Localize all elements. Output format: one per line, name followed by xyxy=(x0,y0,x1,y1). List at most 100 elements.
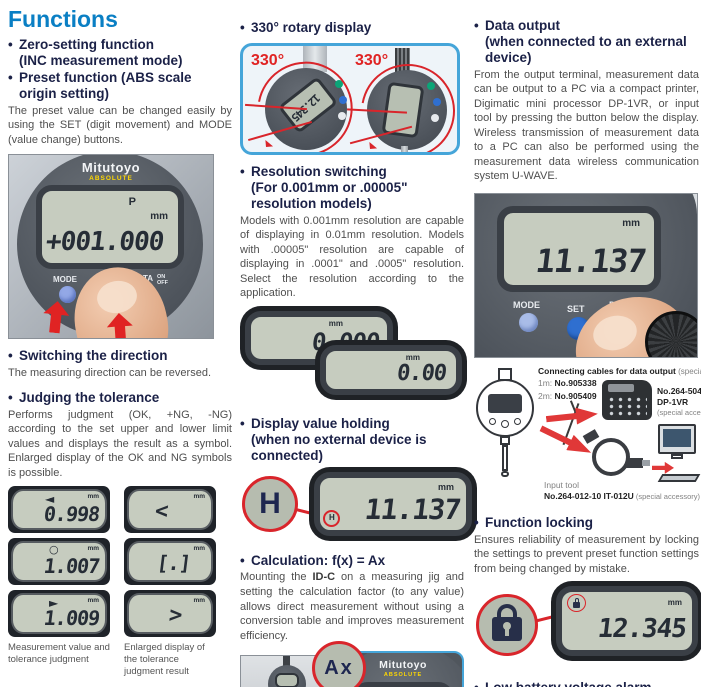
lineart-button xyxy=(489,417,496,425)
ng-minus-glyph: < xyxy=(153,499,172,525)
tolerance-tile: ○ mm 1.007 xyxy=(8,538,110,586)
lineart-lcd xyxy=(488,393,522,413)
lcd-value: +001.000 xyxy=(44,227,166,258)
tolerance-tiles: ◄ mm 0.998 mm < ○ mm 1.007 mm [.] ► mm 1… xyxy=(8,486,232,638)
cables-diagram: Connecting cables for data output (speci… xyxy=(474,365,701,506)
rotary-photo-box: 12.345 330° 330° xyxy=(240,42,460,155)
resolution-body: Models with 0.001mm resolution are capab… xyxy=(240,214,464,300)
heading-calculation: Calculation: f(x) = Ax xyxy=(240,553,464,569)
lineart-tip xyxy=(501,470,509,477)
gauge-knob xyxy=(395,47,410,72)
ax-symbol-magnified: Ax xyxy=(312,641,366,687)
idc-bold: ID-C xyxy=(312,571,336,584)
locking-body: Ensures reliability of measurement by lo… xyxy=(474,533,699,575)
judging-body: Performs judgment (OK, +NG, -NG) accordi… xyxy=(8,408,232,479)
heading-display-holding: Display value holding (when no external … xyxy=(240,416,464,464)
tolerance-tile-enlarged: mm > xyxy=(124,590,216,638)
lock-flag-circle xyxy=(567,594,586,613)
lcd-001mm: mm 0.000 xyxy=(245,310,393,365)
mode-button-dot xyxy=(338,111,346,120)
heading-judging-tolerance: Judging the tolerance xyxy=(8,390,232,406)
input-tool-label: Input tool xyxy=(544,479,579,490)
clamp-knob xyxy=(645,310,697,357)
cable-connector xyxy=(582,428,600,444)
mode-button xyxy=(59,286,76,304)
heading-zero-setting: Zero-setting function (INC measurement m… xyxy=(8,37,232,69)
pc-screen xyxy=(663,428,691,447)
unit-label: mm xyxy=(150,211,168,223)
mode-button-dot xyxy=(431,113,439,122)
gauge-spindle xyxy=(401,145,408,152)
degree-label: 330° xyxy=(355,51,389,69)
lineart-spindle xyxy=(502,444,508,471)
pc-stand xyxy=(671,453,683,459)
absolute-logo: ABSOLUTE xyxy=(383,672,423,679)
dp1vr-note: (special accessory) xyxy=(657,407,701,417)
heading-data-output: Data output (when connected to an extern… xyxy=(474,18,699,66)
tolerance-tile: ► mm 1.009 xyxy=(8,590,110,638)
heading-switching-direction: Switching the direction xyxy=(8,348,232,364)
resolution-lcds: mm 0.000 mm 0.00 xyxy=(240,310,464,407)
usb-plug xyxy=(626,457,643,468)
left-column: Functions Zero-setting function (INC mea… xyxy=(8,6,232,678)
lineart-base xyxy=(500,435,510,445)
switching-body: The measuring direction can be reversed. xyxy=(8,367,211,380)
calc-body: Mounting the ID-C on a measuring jig and… xyxy=(240,571,464,642)
tolerance-tile-enlarged: mm < xyxy=(124,486,216,534)
hold-flag-circle xyxy=(323,509,340,527)
right-column: Data output (when connected to an extern… xyxy=(474,18,701,687)
dp1vr-printer xyxy=(602,379,652,420)
cable-2m: 2m: No.905409 xyxy=(538,390,597,401)
dp1vr-no: No.264-504 xyxy=(657,385,701,396)
mode-button xyxy=(519,312,538,332)
hold-figure: H mm 11.137 H xyxy=(240,471,472,544)
mode-button-label: MODE xyxy=(53,275,77,285)
lock-icon xyxy=(492,603,522,642)
preset-photo: Mitutoyo ABSOLUTE P mm +001.000 MODE SET… xyxy=(8,154,214,340)
degree-label: 330° xyxy=(251,51,285,69)
ng-plus-glyph: > xyxy=(167,603,186,629)
heading-function-locking: Function locking xyxy=(474,515,699,531)
data-lcd: mm 11.137 xyxy=(497,205,661,292)
set-button-dot xyxy=(433,97,441,106)
heading-rotary-display: 330° rotary display xyxy=(240,20,464,36)
onoff-label: ON OFF xyxy=(157,274,168,287)
mini-indicator-stem xyxy=(283,656,290,667)
cable-coil xyxy=(592,437,630,476)
lcd-01mm: mm 0.00 xyxy=(320,344,462,395)
hold-lcd: mm 11.137 H xyxy=(314,471,472,536)
cable-1m: 1m: No.905338 xyxy=(538,377,597,388)
mini-indicator-lcd xyxy=(275,673,299,687)
lock-lcd: mm 12.345 xyxy=(556,586,698,657)
lock-magnified xyxy=(476,594,538,657)
lock-figure: mm 12.345 xyxy=(474,586,699,668)
data-output-photo: mm 11.137 MODE SET DATA ON OFF xyxy=(474,192,698,358)
red-arrow-icon xyxy=(652,461,674,474)
ok-symbol: ○ xyxy=(49,543,59,557)
input-tool-no: No.264-012-10 IT-012U (special accessory… xyxy=(544,490,701,501)
gauge-stem xyxy=(303,45,327,72)
cables-head: Connecting cables for data output (speci… xyxy=(538,365,701,376)
lcd-display: P mm +001.000 xyxy=(36,185,184,270)
usb-tip xyxy=(642,459,650,466)
hold-symbol-magnified: H xyxy=(242,475,298,532)
set-button-dot xyxy=(339,95,347,104)
calc-lcd: Ax mm 89.59 xyxy=(352,682,454,687)
preset-body: The preset value can be changed easily b… xyxy=(8,104,232,146)
brand-label: Mitutoyo xyxy=(379,659,427,672)
caption-enlarged: Enlarged display of the tolerance judgme… xyxy=(124,642,205,677)
heading-preset-function: Preset function (ABS scale origin settin… xyxy=(8,70,232,102)
heading-low-battery: Low battery voltage alarm xyxy=(474,680,699,687)
pc-keyboard xyxy=(657,473,701,482)
caption-measurement: Measurement value and tolerance judgment xyxy=(8,642,110,666)
data-button-dot xyxy=(427,81,435,90)
dp1vr-name: DP-1VR xyxy=(657,396,689,407)
heading-resolution-switching: Resolution switching (For 0.001mm or .00… xyxy=(240,164,464,212)
data-output-body: From the output terminal, measurement da… xyxy=(474,68,699,183)
ok-glyph: [.] xyxy=(155,551,192,576)
absolute-logo: ABSOLUTE xyxy=(89,175,133,183)
lineart-button xyxy=(501,419,509,428)
tolerance-tile-enlarged: mm [.] xyxy=(124,538,216,586)
plus-ng-symbol: ► xyxy=(49,596,59,611)
